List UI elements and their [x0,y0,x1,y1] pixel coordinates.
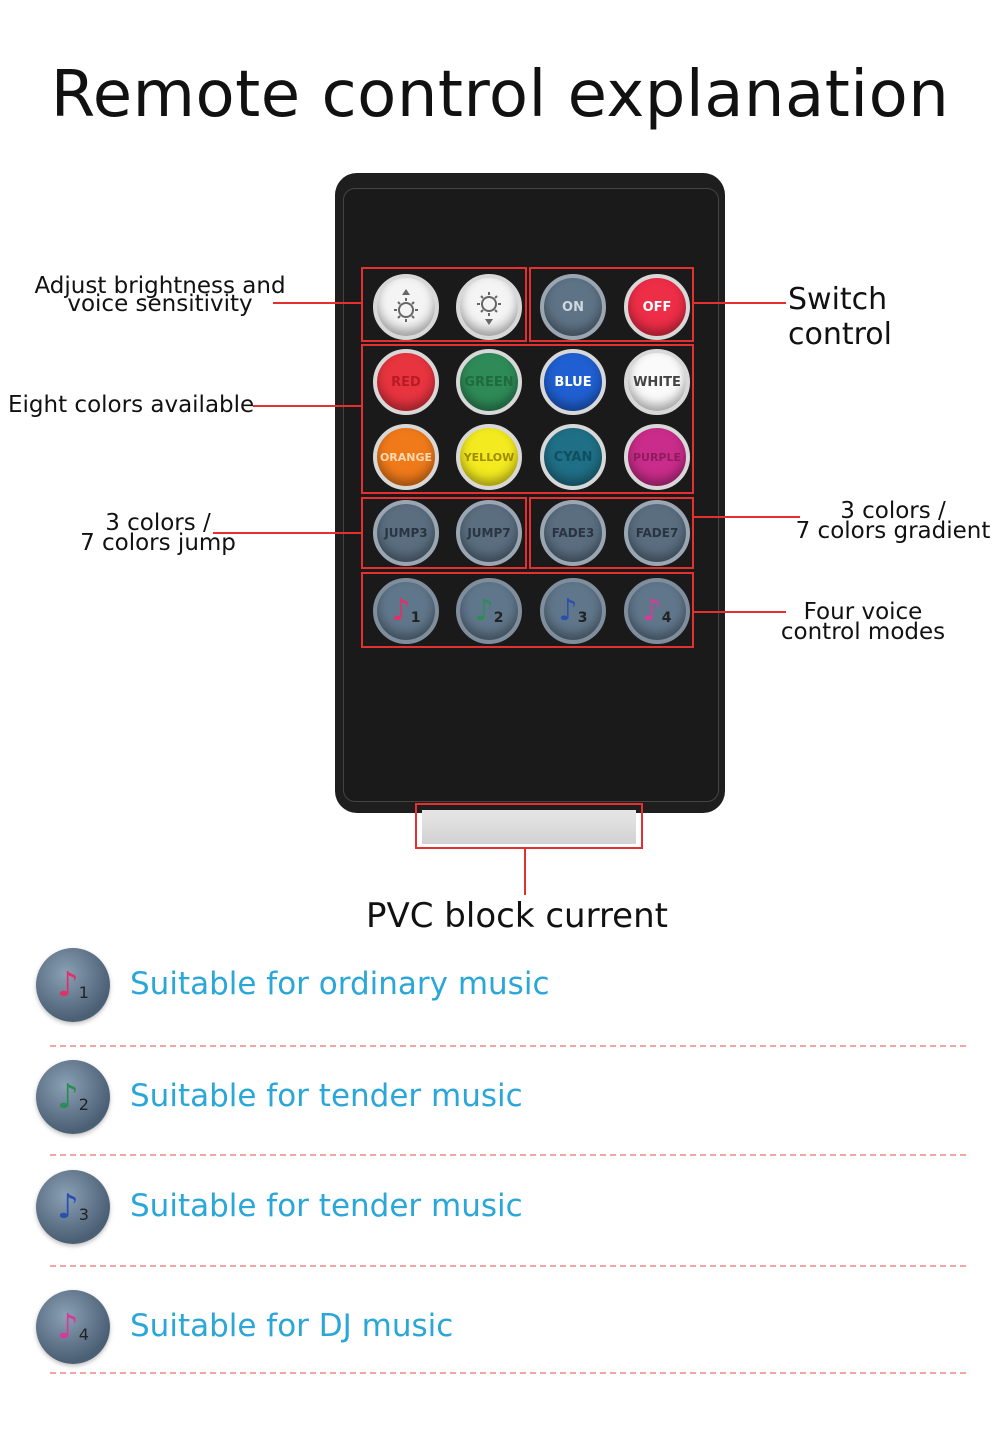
legend-text: Suitable for tender music [130,1078,523,1114]
pvc-label: PVC block current [366,896,668,936]
legend-text: Suitable for ordinary music [130,966,550,1002]
divider [50,1154,966,1156]
white-button[interactable]: WHITE [624,349,690,415]
switch-group-box [529,267,694,342]
voice-label: Four voice control modes [780,599,946,645]
sun-down-icon [477,292,501,325]
pvc-box [415,803,643,849]
sun-up-icon [394,289,418,322]
voice-mode-2-icon: ♪2 [36,1060,110,1134]
colors-group-box [361,344,694,494]
music-note-icon: ♪2 [474,593,504,628]
voice-mode-3-button[interactable]: ♪3 [540,578,606,644]
music-note-icon: ♪3 [558,593,588,628]
page-title: Remote control explanation [50,58,950,132]
gradient-label: 3 colors / 7 colors gradient [795,498,991,544]
legend-row-4: ♪4 Suitable for DJ music [36,1290,966,1370]
legend-row-2: ♪2 Suitable for tender music [36,1060,966,1140]
jump-label: 3 colors / 7 colors jump [80,510,236,556]
brightness-down-button[interactable] [456,274,522,340]
legend-row-3: ♪3 Suitable for tender music [36,1170,966,1250]
voice-mode-3-icon: ♪3 [36,1170,110,1244]
voice-mode-1-icon: ♪1 [36,948,110,1022]
voice-mode-1-button[interactable]: ♪1 [373,578,439,644]
fade7-button[interactable]: FADE7 [624,500,690,566]
music-note-icon: ♪4 [642,593,672,628]
brightness-label: Adjust brightness and voice sensitivity [34,273,286,317]
divider [50,1265,966,1267]
voice-leader-line [694,611,786,613]
jump3-button[interactable]: JUMP3 [373,500,439,566]
music-note-icon: ♪1 [391,593,421,628]
divider [50,1045,966,1047]
red-button[interactable]: RED [373,349,439,415]
jump-group-box [361,497,527,569]
eight-colors-label: Eight colors available [8,392,255,418]
cyan-button[interactable]: CYAN [540,424,606,490]
legend-text: Suitable for DJ music [130,1308,454,1344]
brightness-leader-line [273,302,361,304]
voice-group-box [361,572,694,648]
orange-button[interactable]: ORANGE [373,424,439,490]
yellow-button[interactable]: YELLOW [456,424,522,490]
brightness-group-box [361,267,527,342]
brightness-up-button[interactable] [373,274,439,340]
blue-button[interactable]: BLUE [540,349,606,415]
off-button[interactable]: OFF [624,274,690,340]
jump7-button[interactable]: JUMP7 [456,500,522,566]
jump-leader-line [213,532,361,534]
pvc-block [422,810,636,844]
voice-mode-4-button[interactable]: ♪4 [624,578,690,644]
on-button[interactable]: ON [540,274,606,340]
fade3-button[interactable]: FADE3 [540,500,606,566]
switch-leader-line [694,302,786,304]
green-button[interactable]: GREEN [456,349,522,415]
switch-label: Switch control [788,282,892,352]
legend-text: Suitable for tender music [130,1188,523,1224]
colors-leader-line [253,405,361,407]
voice-mode-4-icon: ♪4 [36,1290,110,1364]
divider [50,1372,966,1374]
legend-row-1: ♪1 Suitable for ordinary music [36,948,966,1028]
gradient-leader-line [694,516,800,518]
pvc-leader-line [524,849,526,895]
purple-button[interactable]: PURPLE [624,424,690,490]
voice-mode-2-button[interactable]: ♪2 [456,578,522,644]
fade-group-box [529,497,694,569]
